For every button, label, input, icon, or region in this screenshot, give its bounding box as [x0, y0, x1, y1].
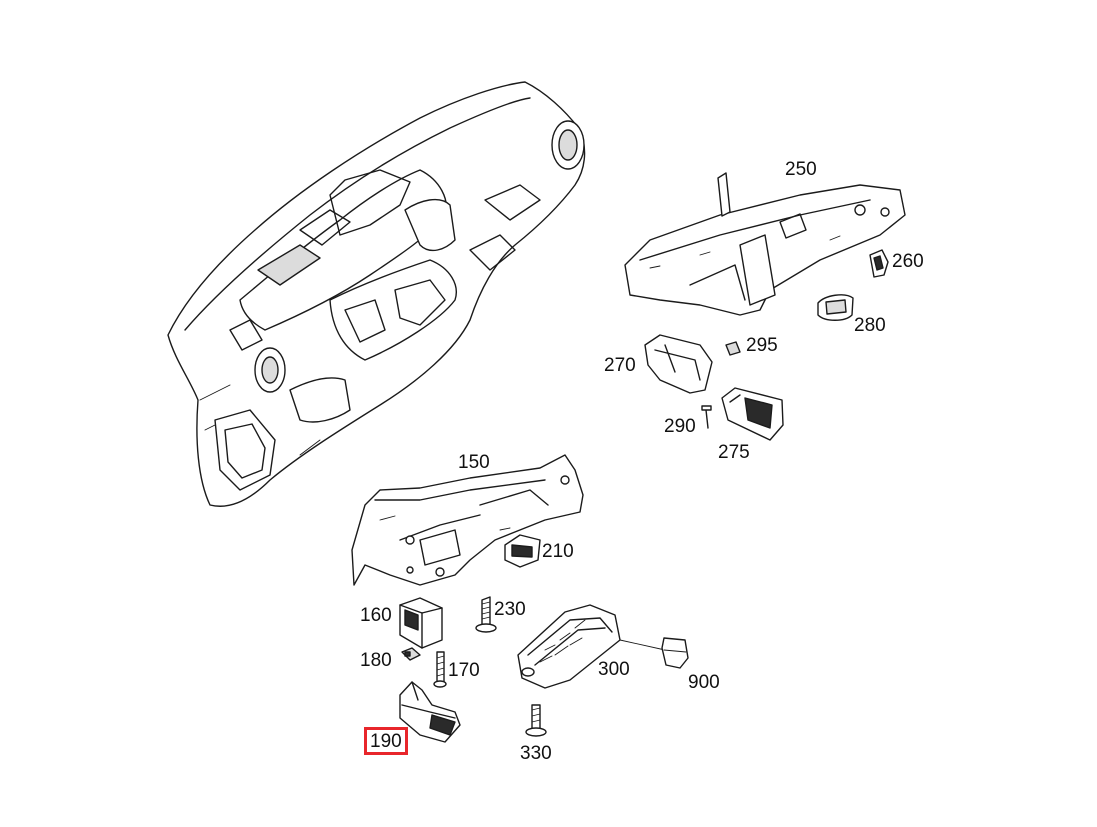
label-170: 170	[448, 660, 480, 681]
label-300: 300	[598, 659, 630, 680]
part-900-connector	[661, 637, 689, 669]
part-270-bracket	[644, 334, 713, 394]
part-170-screw	[433, 651, 447, 688]
part-160-holder	[399, 597, 443, 649]
part-290-screw	[701, 405, 712, 429]
part-210-switch	[504, 534, 541, 568]
label-270: 270	[604, 355, 636, 376]
label-190-highlighted[interactable]: 190	[364, 727, 408, 755]
label-900: 900	[688, 672, 720, 693]
part-250-panel	[624, 172, 906, 316]
label-230: 230	[494, 599, 526, 620]
label-330: 330	[520, 743, 552, 764]
part-300-module	[517, 604, 666, 689]
label-295: 295	[746, 335, 778, 356]
label-180: 180	[360, 650, 392, 671]
part-275-switch	[721, 387, 784, 441]
label-280: 280	[854, 315, 886, 336]
part-150-bracket	[351, 454, 584, 586]
label-150: 150	[458, 452, 490, 473]
part-180-clip	[401, 647, 421, 661]
part-280-latch	[817, 294, 854, 321]
part-330-bolt	[525, 704, 547, 737]
dashboard-panel	[167, 81, 586, 507]
label-275: 275	[718, 442, 750, 463]
part-230-bolt	[475, 596, 497, 633]
label-250: 250	[785, 159, 817, 180]
label-290: 290	[664, 416, 696, 437]
part-260-clip	[869, 249, 889, 278]
part-190-duct	[399, 681, 461, 743]
label-210: 210	[542, 541, 574, 562]
label-260: 260	[892, 251, 924, 272]
label-160: 160	[360, 605, 392, 626]
part-295-clip	[725, 341, 741, 356]
